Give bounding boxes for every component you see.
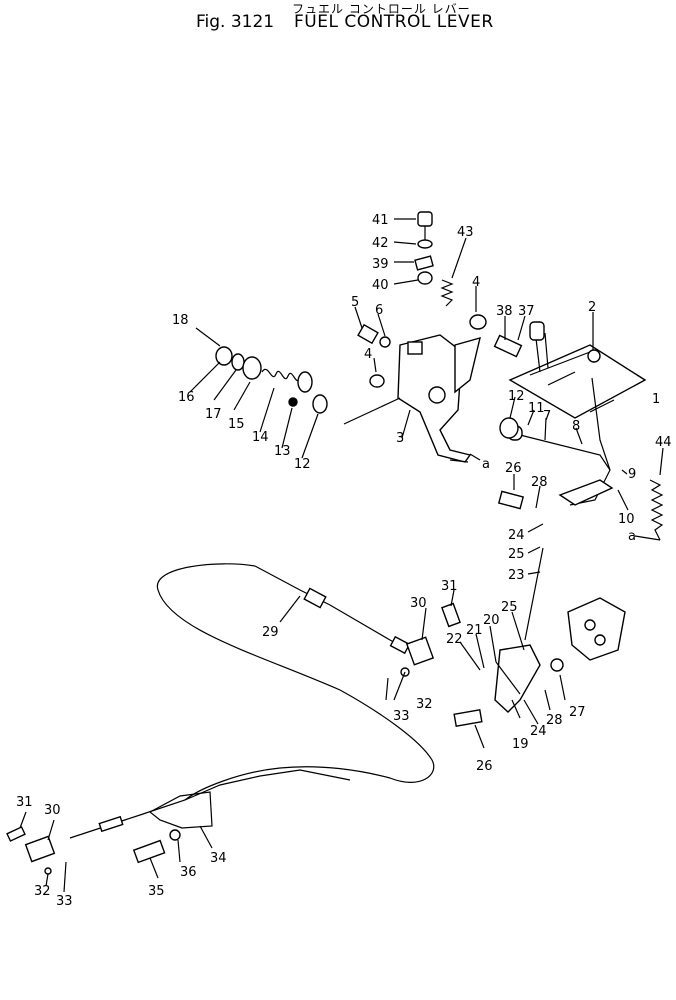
japanese-title: フュエル コントロール レバー <box>292 2 471 16</box>
spring-43 <box>440 279 454 307</box>
callout-9: 9 <box>628 467 636 482</box>
callout-34: 34 <box>210 851 227 866</box>
rod-23 <box>524 547 544 641</box>
pin-31-lower <box>6 826 26 842</box>
callout-21: 21 <box>466 623 483 638</box>
washer-12 <box>499 417 519 439</box>
lever-bracket-3 <box>397 334 481 463</box>
callout-12b: 12 <box>294 457 311 472</box>
callout-23: 23 <box>508 568 525 583</box>
callout-29: 29 <box>262 625 279 640</box>
bolt-38-37 <box>493 334 523 358</box>
bolt-41-stack <box>414 211 434 285</box>
callout-38: 38 <box>496 304 513 319</box>
washer-32-lower <box>44 867 52 875</box>
callout-40: 40 <box>372 278 389 293</box>
callout-11: 11 <box>528 401 545 416</box>
callout-10: 10 <box>618 512 635 527</box>
callout-17: 17 <box>205 407 222 422</box>
bolt-5 <box>357 323 379 345</box>
spring-44 <box>649 479 664 541</box>
cable-assembly-lower <box>69 769 351 839</box>
callout-42: 42 <box>372 236 389 251</box>
callout-30b: 30 <box>44 803 61 818</box>
callout-5: 5 <box>351 295 359 310</box>
shaft-7 <box>507 425 614 506</box>
callout-33b: 33 <box>56 894 73 909</box>
washer-6 <box>379 336 391 348</box>
callout-1: 1 <box>652 392 660 407</box>
leader-lines <box>19 218 664 893</box>
callout-44: 44 <box>655 435 672 450</box>
callout-8: 8 <box>572 419 580 434</box>
bushing-4b <box>369 374 385 388</box>
callout-43: 43 <box>457 225 474 240</box>
cable-loop <box>156 563 435 801</box>
reference-a-2: a <box>628 529 636 544</box>
callout-15: 15 <box>228 417 245 432</box>
callout-24a: 24 <box>508 528 525 543</box>
bushing-4a <box>469 314 487 330</box>
callout-14: 14 <box>252 430 269 445</box>
clevis-30-lower <box>24 835 56 863</box>
callout-28b: 28 <box>546 713 563 728</box>
callout-32b: 32 <box>34 884 51 899</box>
reference-a-1: a <box>482 457 490 472</box>
callout-6: 6 <box>375 303 383 318</box>
callout-24b: 24 <box>530 724 547 739</box>
bolt-26-upper <box>497 490 525 510</box>
callout-2: 2 <box>588 300 596 315</box>
callout-4a: 4 <box>472 275 480 290</box>
callout-33a: 33 <box>393 709 410 724</box>
callout-20: 20 <box>483 613 500 628</box>
callout-32a: 32 <box>416 697 433 712</box>
callout-26a: 26 <box>505 461 522 476</box>
callout-31b: 31 <box>16 795 33 810</box>
callout-26b: 26 <box>476 759 493 774</box>
callout-39: 39 <box>372 257 389 272</box>
spring-pack-14 <box>215 346 328 414</box>
callout-35: 35 <box>148 884 165 899</box>
callout-25a: 25 <box>508 547 525 562</box>
callout-4b: 4 <box>364 347 372 362</box>
pin-31-upper <box>441 602 461 628</box>
callout-28a: 28 <box>531 475 548 490</box>
callout-12a: 12 <box>508 389 525 404</box>
callout-19: 19 <box>512 737 529 752</box>
callout-3: 3 <box>396 431 404 446</box>
washer-36 <box>169 829 181 841</box>
callout-41: 41 <box>372 213 389 228</box>
lower-bracket <box>494 597 626 713</box>
callout-37: 37 <box>518 304 535 319</box>
callout-30a: 30 <box>410 596 427 611</box>
bolt-26-lower <box>453 709 483 727</box>
callout-13: 13 <box>274 444 291 459</box>
callout-22: 22 <box>446 632 463 647</box>
callout-31a: 31 <box>441 579 458 594</box>
cable-assembly-29 <box>254 565 411 655</box>
callout-7: 7 <box>543 409 551 424</box>
callout-16: 16 <box>178 390 195 405</box>
bolt-35 <box>132 839 166 864</box>
diagram-title: FUEL CONTROL LEVER <box>294 12 494 32</box>
figure-number: Fig. 3121 <box>196 12 275 32</box>
callout-36: 36 <box>180 865 197 880</box>
clevis-30-upper <box>405 636 435 666</box>
callout-27: 27 <box>569 705 586 720</box>
nut-27 <box>550 658 564 672</box>
callout-18: 18 <box>172 313 189 328</box>
callout-25b: 25 <box>501 600 518 615</box>
